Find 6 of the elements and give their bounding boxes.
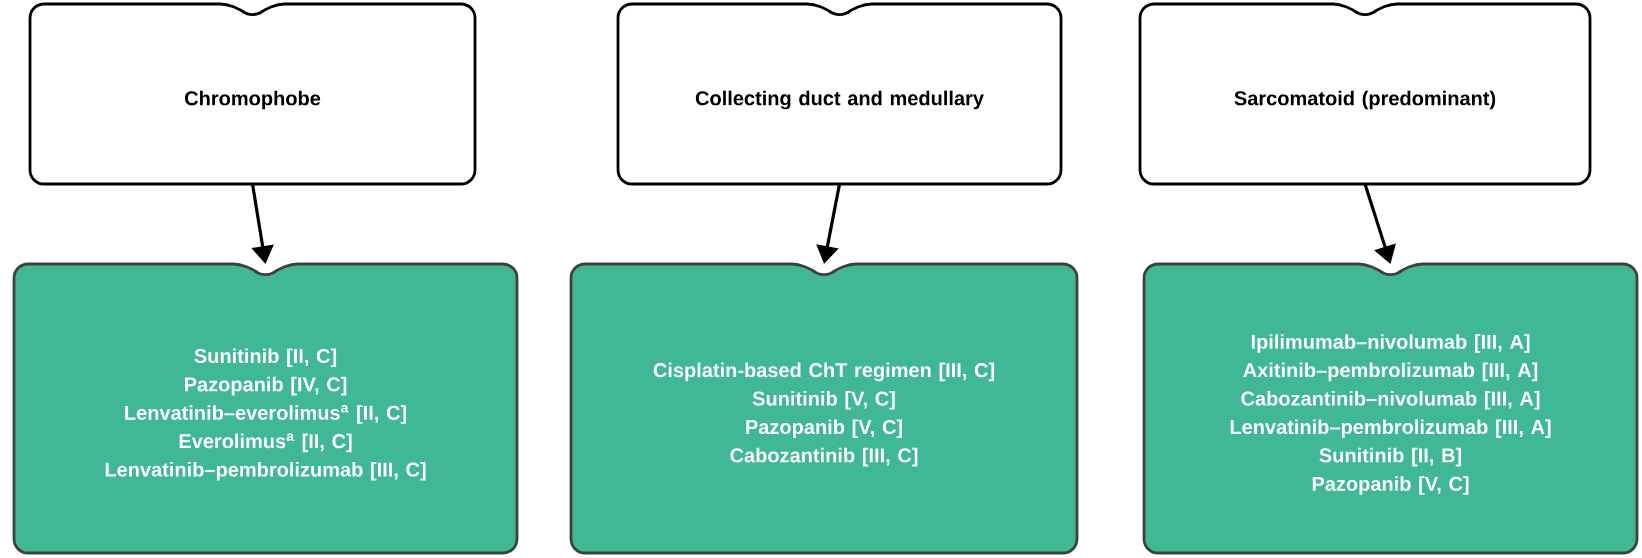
treatment-box: Cisplatin-based ChT regimen [III, C] Sunitinib [V, C] Pazopanib [V, C] Cabozantinib [III, C] <box>569 262 1079 555</box>
treatment-box: Sunitinib [II, C] Pazopanib [IV, C] Lenvatinib–everolimus$^{a}$ [II, C] Everolimus$^{a}$ [II, C] Lenvatinib–pembrolizumab [III, C] <box>12 262 519 555</box>
process-box: Chromophobe <box>28 2 477 186</box>
treatment-box: Ipilimumab–nivolumab [III, A] Axitinib–pembrolizumab [III, A] Cabozantinib–nivolumab [III, A] Lenvatinib–pembrolizumab [III, A] Sunitinib [II, B] Pazopanib [V, C] <box>1142 262 1639 555</box>
process-box: Collecting duct and medullary <box>616 2 1063 186</box>
process-box: Sarcomatoid (predominant) <box>1138 2 1592 186</box>
